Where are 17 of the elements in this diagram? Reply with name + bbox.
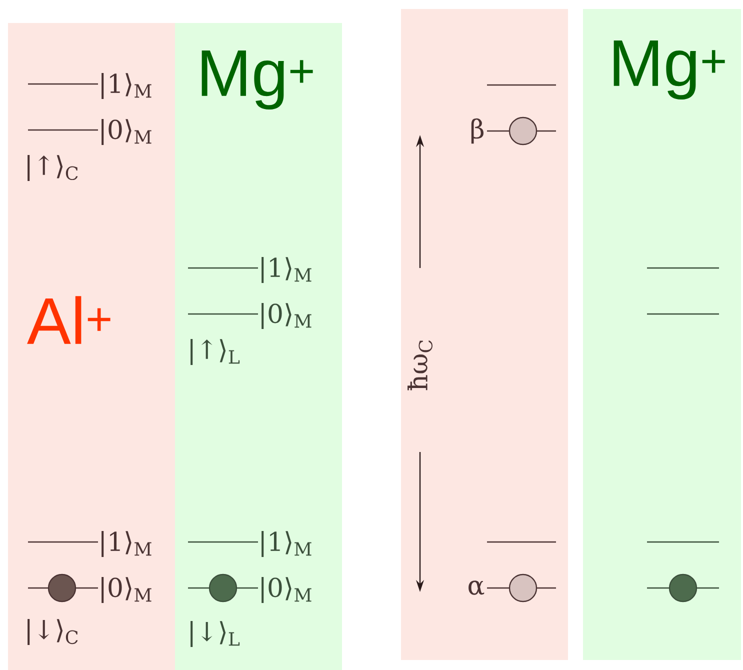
state-label: |0⟩$_{M}$ — [102, 577, 152, 603]
state-label: |1⟩$_{M}$ — [262, 531, 312, 557]
state-label: |1⟩$_{M}$ — [262, 257, 312, 283]
state-label: |1⟩$_{M}$ — [102, 531, 152, 557]
state-label: α — [468, 580, 484, 595]
state-label: |↓⟩$_{L}$ — [190, 621, 240, 647]
state-label: |↓⟩$_{C}$ — [28, 619, 78, 645]
state-label: |0⟩$_{M}$ — [262, 577, 312, 603]
energy-label: ħω$_{C}$ — [408, 340, 432, 390]
state-label: β — [471, 118, 484, 144]
state-label: |↑⟩$_{C}$ — [28, 155, 78, 181]
state-label: |0⟩$_{M}$ — [102, 119, 152, 145]
state-label: |0⟩$_{M}$ — [262, 303, 312, 329]
ion-band: Mg$^{+}$ — [583, 9, 741, 660]
state-label: |1⟩$_{M}$ — [102, 73, 152, 99]
state-label: |↑⟩$_{L}$ — [190, 339, 240, 365]
ion-band — [401, 9, 568, 660]
